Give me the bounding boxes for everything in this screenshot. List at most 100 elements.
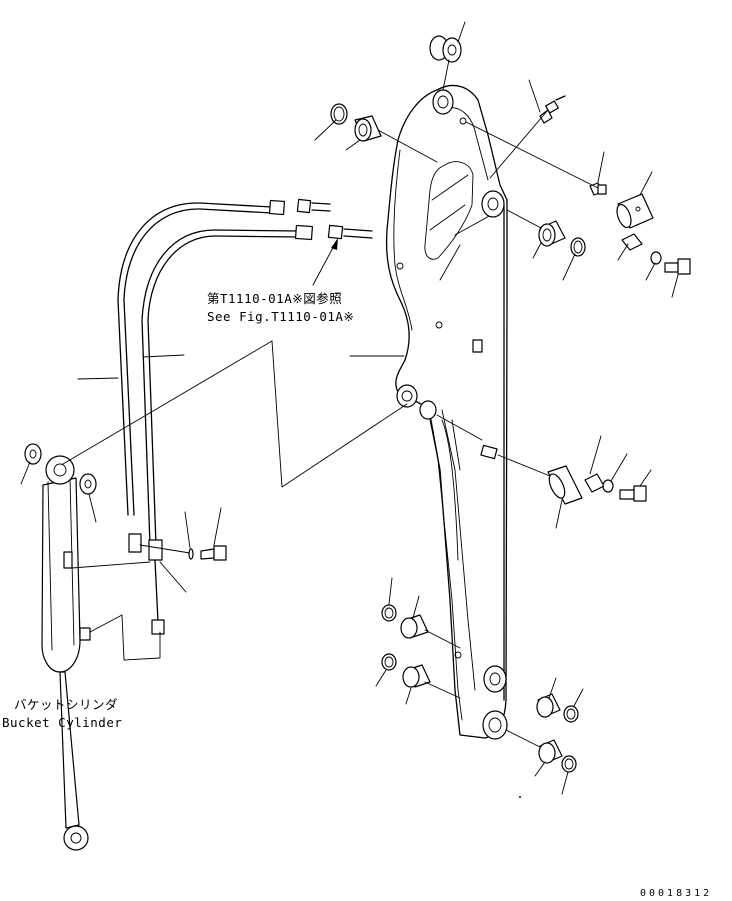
- lower-left-hardware: [381, 604, 431, 688]
- cylinder-label-japanese: バケットシリンダ: [14, 697, 118, 712]
- hose-clamp-line: [139, 544, 191, 554]
- leader-lock-plate: [617, 243, 629, 261]
- axis-top-bushing: [377, 129, 438, 163]
- hose-fitting-upper-a: [268, 199, 286, 216]
- hose-pipe-lower: [154, 559, 159, 623]
- leader-bushing-lower-right-a: [548, 677, 557, 699]
- cylinder-rod: [59, 671, 80, 829]
- arm-top-boss: [432, 89, 454, 115]
- arm-stop-block: [472, 339, 483, 353]
- arm-side-hole: [396, 262, 404, 270]
- leader-hose-outer: [77, 377, 119, 380]
- leader-cyl-washer-right: [88, 493, 97, 523]
- leader-bushing-lower-left-b: [405, 687, 412, 705]
- hose-fitting-lower-a: [128, 533, 142, 553]
- hose-adapter-b: [327, 224, 373, 240]
- leader-bushing-top: [345, 139, 361, 151]
- axis-grease-fitting: [465, 121, 599, 189]
- cylinder-rod-eye: [63, 825, 89, 851]
- leader-clamp-bolt: [213, 507, 222, 546]
- bushing-lower-right-a: [536, 693, 561, 718]
- axis-bushing-right: [506, 209, 542, 229]
- arm-cylinder-boss-hole: [487, 197, 499, 211]
- link-pin: [547, 465, 583, 505]
- axis-lower-bushing: [505, 729, 541, 748]
- top-washer-b: [442, 37, 462, 63]
- axis-link-pin: [436, 414, 551, 477]
- axis-top-washer: [442, 59, 450, 91]
- arm-assembly: [385, 84, 508, 740]
- leader-link-lock-bolt: [639, 469, 652, 487]
- reference-note-japanese: 第T1110-01A※図参照: [207, 291, 342, 306]
- link-lock-bolt: [619, 485, 647, 502]
- snap-ring-lower-right-b: [561, 755, 577, 773]
- cylinder-mount-line: [271, 340, 408, 488]
- axis-grease-top: [489, 109, 549, 179]
- cylinder-label-english: Bucket Cylinder: [2, 715, 122, 730]
- cylinder-washer-left: [24, 443, 42, 465]
- bucket-cylinder: [41, 455, 161, 851]
- leader-clamp-washer: [184, 511, 191, 549]
- hose-clamp-hardware: [188, 545, 227, 561]
- arm-outline: [385, 84, 508, 739]
- arm-plate-edge: [393, 107, 489, 331]
- leader-snap-ring-lower-right-a: [573, 688, 584, 707]
- arm-lower-slot: [441, 419, 461, 561]
- document-id: 00018312: [640, 888, 712, 899]
- arm-window: [424, 161, 474, 260]
- leader-snap-ring-top: [314, 119, 337, 141]
- lower-right-hardware: [519, 693, 579, 798]
- arm-lower-boss-hole: [489, 672, 501, 686]
- leader-cylinder-pin: [639, 171, 653, 196]
- arm-small-hole: [459, 117, 467, 125]
- cylinder-head-hole: [53, 463, 67, 477]
- lock-plate: [621, 233, 643, 251]
- cylinder-head-eye: [45, 455, 75, 485]
- bushing-right: [538, 220, 566, 247]
- cylinder-port-lower: [79, 627, 91, 641]
- leader-clamp: [159, 561, 187, 593]
- link-lock-washer: [602, 479, 614, 493]
- top-pin-hardware: [330, 35, 462, 142]
- reference-note-english: See Fig.T1110-01A※: [207, 309, 354, 324]
- arm-bucket-boss: [482, 710, 508, 740]
- cylinder-pin: [616, 193, 654, 229]
- cylinder-mount-lines: [62, 340, 408, 488]
- leader-bushing-lower-right-b: [534, 761, 546, 777]
- arm-mid-boss: [396, 384, 418, 408]
- leader-grease-right: [597, 151, 605, 183]
- cylinder-port-line-lower: [89, 614, 161, 661]
- hose-inner-a: [141, 229, 299, 546]
- arm-cylinder-boss: [481, 190, 505, 218]
- cylinder-head-line: [62, 340, 273, 465]
- arm-bucket-boss-hole: [488, 717, 502, 733]
- bushing-lower-right-b: [538, 739, 563, 764]
- leader-hose-inner: [142, 354, 185, 358]
- link-lock-plate: [584, 473, 605, 493]
- bushing-top: [354, 115, 382, 142]
- hose-assembly: [117, 198, 373, 635]
- cylinder-washer-right: [79, 473, 97, 495]
- snap-ring-lower-left-b: [381, 653, 397, 671]
- assembly-lines: [377, 59, 599, 748]
- cylinder-washers: [24, 443, 97, 495]
- cylinder-port-upper: [63, 551, 73, 569]
- snap-ring-lower-left-a: [381, 604, 397, 622]
- clamp-bolt-shank: [200, 548, 215, 560]
- arm-lower-hole: [454, 651, 462, 659]
- clamp-bolt-head: [213, 545, 227, 561]
- arm-lower-boss: [483, 665, 507, 693]
- leader-snap-ring-lower-right-b: [561, 771, 569, 795]
- cylinder-rod-hole: [70, 832, 82, 844]
- leader-top-washer: [457, 21, 466, 43]
- link-pin-hardware: [480, 444, 647, 505]
- leader-lock-washer: [645, 262, 656, 281]
- hose-fitting-lower-b: [148, 539, 163, 561]
- hose-inner-b: [147, 235, 299, 546]
- cylinder-pin-hardware: [538, 182, 691, 275]
- stray-dot: [519, 796, 521, 798]
- leader-bushing-lower-left-a: [412, 595, 420, 619]
- leader-lock-bolt: [671, 274, 679, 298]
- clamp-washer: [188, 548, 194, 560]
